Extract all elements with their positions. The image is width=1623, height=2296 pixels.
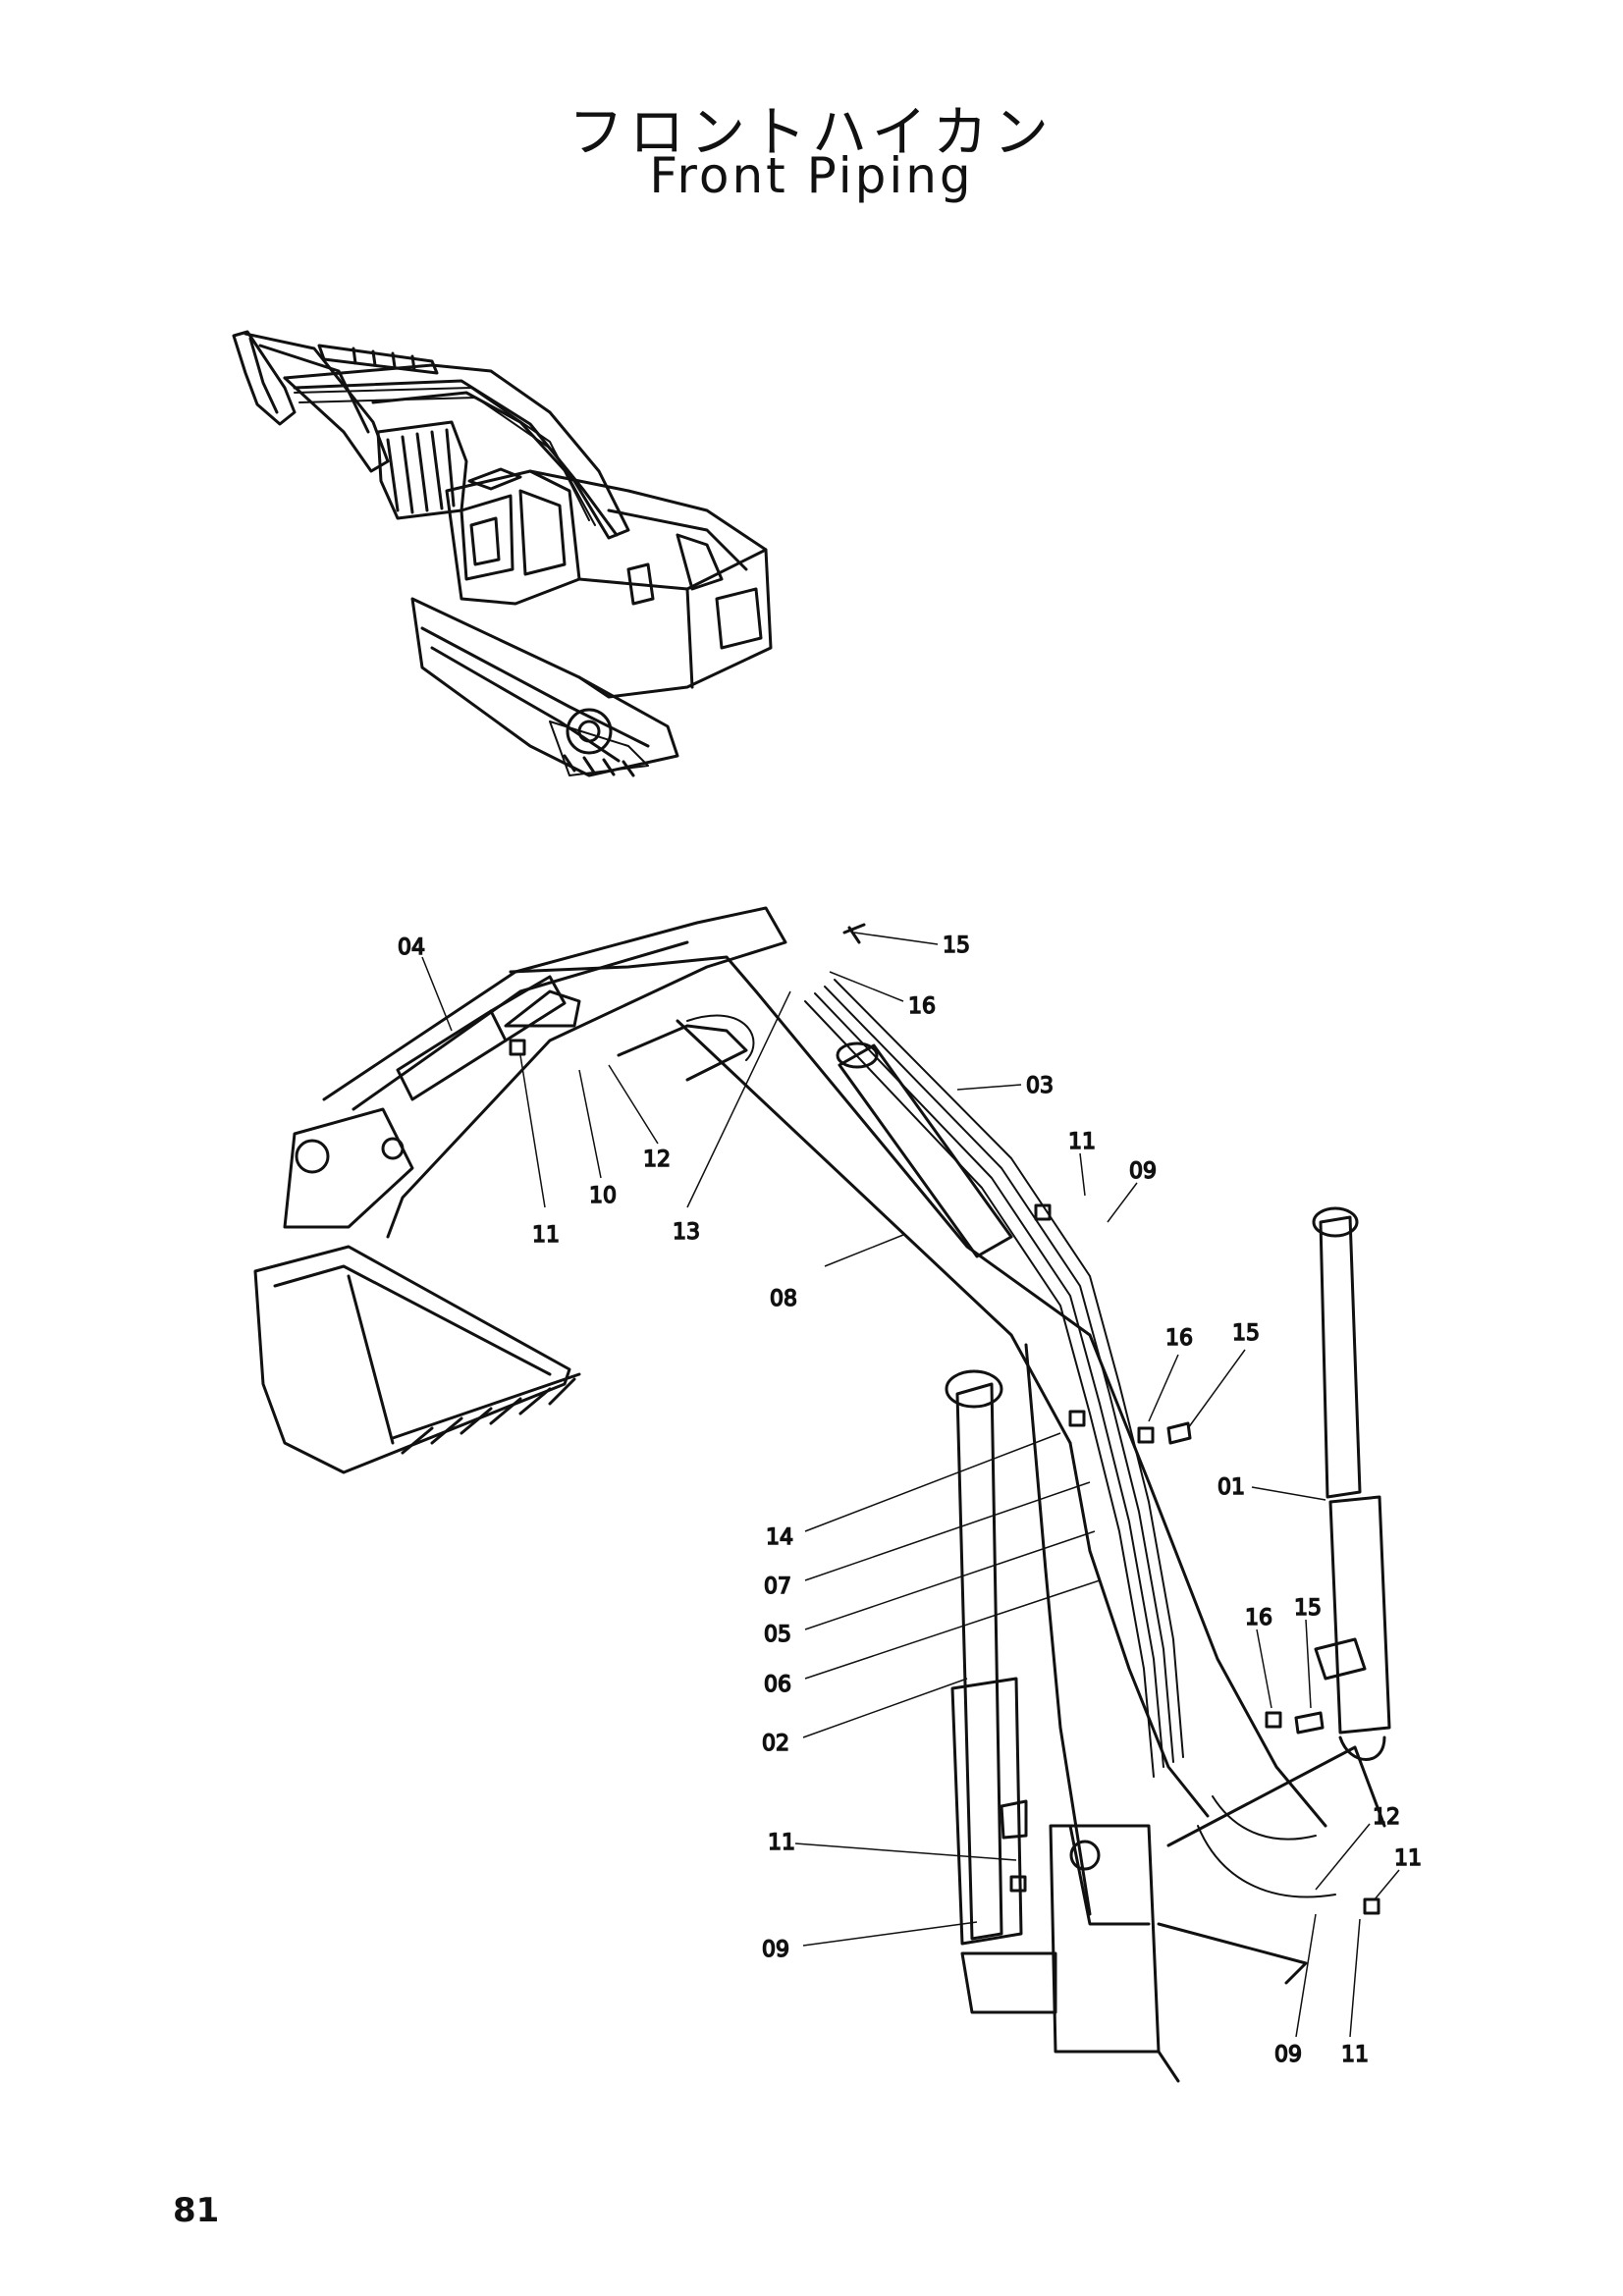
svg-text:09: 09: [1274, 2043, 1302, 2067]
callout-09: 09: [1273, 1913, 1317, 2068]
svg-text:05: 05: [764, 1623, 791, 1647]
page-title-english: Front Piping: [649, 147, 974, 204]
svg-text:01: 01: [1217, 1475, 1245, 1500]
callout-07: 07: [763, 1481, 1091, 1600]
callout-09: 09: [1107, 1158, 1158, 1223]
callout-01: 01: [1217, 1474, 1326, 1501]
svg-text:11: 11: [1394, 1846, 1422, 1871]
callout-15: 15: [1293, 1595, 1323, 1709]
callout-05: 05: [763, 1530, 1096, 1648]
svg-text:10: 10: [589, 1184, 617, 1208]
svg-text:15: 15: [1232, 1321, 1260, 1346]
callout-15: 15: [853, 932, 971, 959]
callout-13: 13: [672, 990, 791, 1246]
svg-text:06: 06: [764, 1673, 791, 1697]
callout-06: 06: [763, 1579, 1101, 1698]
svg-text:11: 11: [532, 1223, 560, 1248]
svg-text:09: 09: [762, 1938, 789, 1962]
callout-11: 11: [1340, 1918, 1370, 2068]
svg-text:12: 12: [643, 1148, 671, 1172]
page-number: 81: [173, 2191, 220, 2230]
callout-09: 09: [761, 1921, 978, 1963]
callout-02: 02: [761, 1678, 968, 1757]
callout-16: 16: [1148, 1325, 1194, 1422]
svg-text:11: 11: [768, 1831, 795, 1855]
callout-11: 11: [1374, 1845, 1423, 1900]
callout-14: 14: [765, 1432, 1061, 1551]
page-title-japanese: フロントハイカン: [568, 101, 1055, 165]
svg-text:16: 16: [1165, 1326, 1193, 1351]
svg-text:16: 16: [1245, 1606, 1272, 1630]
callout-12: 12: [608, 1064, 672, 1173]
svg-text:11: 11: [1068, 1130, 1096, 1154]
svg-text:07: 07: [764, 1575, 791, 1599]
callout-03: 03: [956, 1073, 1055, 1099]
callout-12: 12: [1315, 1804, 1401, 1891]
callout-10: 10: [578, 1069, 618, 1209]
svg-text:14: 14: [766, 1525, 793, 1550]
svg-text:13: 13: [673, 1220, 700, 1245]
svg-text:02: 02: [762, 1732, 789, 1756]
svg-text:09: 09: [1129, 1159, 1157, 1184]
callout-04: 04: [397, 934, 453, 1032]
callout-11: 11: [1067, 1129, 1097, 1197]
callout-11: 11: [519, 1054, 561, 1249]
svg-text:15: 15: [943, 934, 970, 958]
callout-15: 15: [1187, 1320, 1261, 1429]
svg-text:08: 08: [770, 1287, 797, 1311]
svg-text:04: 04: [398, 935, 425, 960]
callout-16: 16: [1244, 1605, 1273, 1709]
svg-text:03: 03: [1026, 1074, 1054, 1098]
callout-16: 16: [829, 971, 937, 1020]
callout-08: 08: [769, 1234, 904, 1312]
svg-text:12: 12: [1373, 1805, 1400, 1830]
svg-text:11: 11: [1341, 2043, 1369, 2067]
callout-11: 11: [767, 1830, 1017, 1861]
svg-text:16: 16: [908, 994, 936, 1019]
svg-text:15: 15: [1294, 1596, 1322, 1621]
